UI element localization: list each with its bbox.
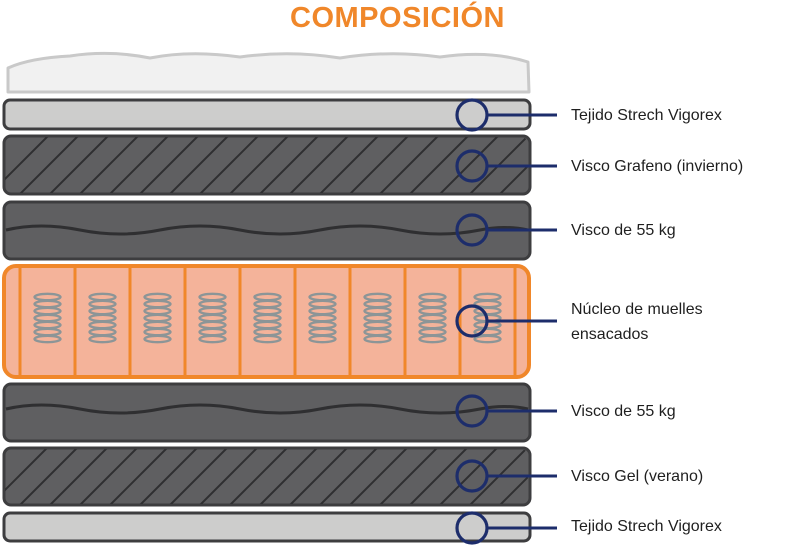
hatch-line bbox=[499, 449, 528, 504]
layer-label: Tejido Strech Vigorex bbox=[571, 518, 722, 535]
layer-label: Núcleo de muelles ensacados bbox=[571, 301, 703, 343]
hatch-line bbox=[5, 137, 49, 193]
spring-coil bbox=[143, 292, 172, 344]
hatch-line bbox=[49, 449, 108, 504]
layer-label: Tejido Strech Vigorex bbox=[571, 107, 722, 124]
spring-coil bbox=[418, 292, 447, 344]
diagram-title: COMPOSICIÓN bbox=[290, 2, 505, 34]
layer-visco-55-upper bbox=[2, 200, 532, 261]
hatch-line bbox=[379, 449, 438, 504]
spring-coil bbox=[33, 292, 62, 344]
layer-label: Visco de 55 kg bbox=[571, 222, 676, 239]
spring-coil bbox=[88, 292, 117, 344]
hatch-line bbox=[289, 449, 348, 504]
callout-marker bbox=[455, 149, 489, 183]
hatch-line bbox=[49, 137, 109, 193]
hatch-line bbox=[409, 449, 468, 504]
hatch-line bbox=[379, 137, 439, 193]
spring-coil bbox=[198, 292, 227, 344]
hatch-line bbox=[289, 137, 349, 193]
pillow-top bbox=[6, 51, 531, 94]
hatch-line bbox=[169, 449, 228, 504]
hatch-line bbox=[139, 137, 199, 193]
hatch-line bbox=[229, 137, 289, 193]
hatch-line bbox=[169, 137, 229, 193]
wave-line bbox=[5, 403, 529, 415]
callout-marker bbox=[455, 459, 489, 493]
hatch-line bbox=[229, 449, 288, 504]
layer-label: Visco Gel (verano) bbox=[571, 468, 704, 485]
spring-coil bbox=[253, 292, 282, 344]
layer-visco-55-lower bbox=[2, 382, 532, 443]
hatch-line bbox=[5, 449, 48, 504]
layer-visco-gel bbox=[2, 446, 532, 507]
spring-coil bbox=[308, 292, 337, 344]
hatch-line bbox=[109, 137, 169, 193]
hatch-line bbox=[439, 137, 499, 193]
layer-label: Visco Grafeno (invierno) bbox=[571, 158, 744, 175]
hatch-line bbox=[199, 137, 259, 193]
hatch-line bbox=[319, 137, 379, 193]
hatch-line bbox=[109, 449, 168, 504]
hatch-line bbox=[19, 449, 78, 504]
layer-fabric-top bbox=[2, 98, 532, 131]
callout-marker bbox=[455, 394, 489, 428]
callout-marker bbox=[455, 304, 489, 338]
hatch-line bbox=[319, 449, 378, 504]
hatch-line bbox=[259, 137, 319, 193]
callout-marker bbox=[455, 213, 489, 247]
hatch-line bbox=[439, 449, 498, 504]
hatch-line bbox=[499, 137, 528, 193]
hatch-line bbox=[259, 449, 318, 504]
layer-spring-core bbox=[2, 264, 531, 379]
hatch-line bbox=[409, 137, 469, 193]
hatch-line bbox=[79, 449, 138, 504]
callout-marker bbox=[455, 511, 489, 545]
hatch-line bbox=[349, 137, 409, 193]
hatch-line bbox=[19, 137, 79, 193]
hatch-line bbox=[349, 449, 408, 504]
wave-line bbox=[5, 224, 529, 236]
layer-visco-grafeno bbox=[2, 134, 532, 196]
hatch-line bbox=[139, 449, 198, 504]
callout-marker bbox=[455, 98, 489, 132]
layer-fabric-bottom bbox=[2, 511, 532, 543]
spring-coil bbox=[363, 292, 392, 344]
layer-label: Visco de 55 kg bbox=[571, 403, 676, 420]
hatch-line bbox=[199, 449, 258, 504]
hatch-line bbox=[79, 137, 139, 193]
